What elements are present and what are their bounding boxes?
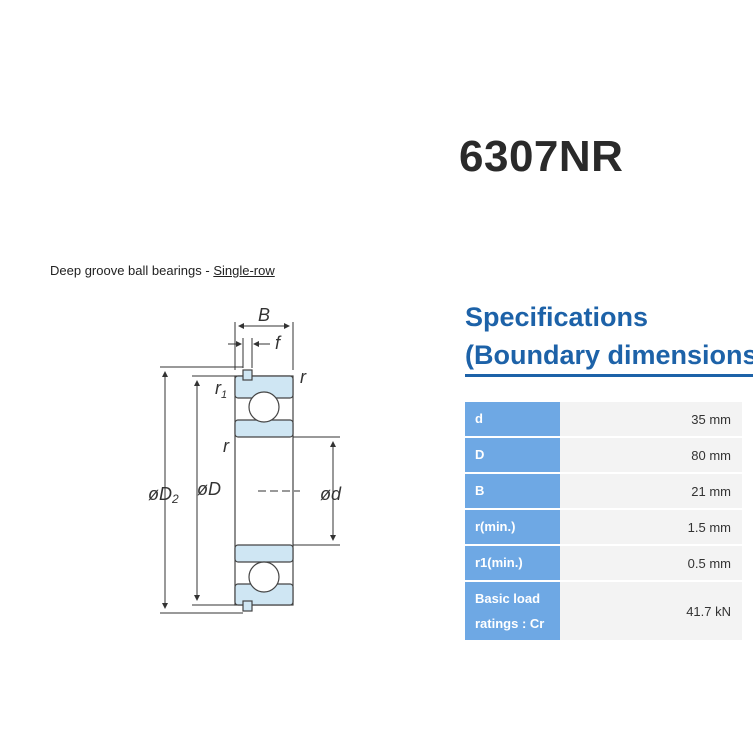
spec-key-line1: Basic load [475, 591, 541, 606]
spec-value: 80 mm [560, 438, 742, 472]
spec-key: D [465, 438, 560, 472]
spec-key: r(min.) [465, 510, 560, 544]
snap-ring-top [242, 369, 253, 381]
ball-bottom [248, 561, 280, 593]
inner-ring-bottom [234, 544, 294, 563]
breadcrumb-prefix: Deep groove ball bearings - [50, 263, 214, 278]
spec-key: d [465, 402, 560, 436]
ball-top [248, 391, 280, 423]
label-r-mid: r [223, 436, 230, 456]
label-f: f [275, 333, 282, 353]
spec-row-basic-load-rating: Basic load ratings : Cr 41.7 kN [465, 582, 742, 640]
bearing-diagram: B f r1 r r øD2 øD ød [148, 305, 342, 614]
snap-ring-bottom [242, 600, 253, 612]
spec-key: B [465, 474, 560, 508]
specifications-heading-line2: (Boundary dimensions) [465, 340, 753, 370]
label-d: ød [320, 484, 342, 504]
breadcrumb-link-single-row[interactable]: Single-row [213, 263, 275, 278]
spec-row-D: D 80 mm [465, 438, 742, 472]
spec-row-r-min: r(min.) 1.5 mm [465, 510, 742, 544]
label-D2: øD2 [148, 484, 179, 506]
spec-key: Basic load ratings : Cr [465, 582, 560, 640]
spec-value: 21 mm [560, 474, 742, 508]
spec-key: r1(min.) [465, 546, 560, 580]
label-B: B [258, 305, 270, 325]
spec-key-line2: ratings : Cr [475, 616, 545, 631]
specifications-heading: Specifications (Boundary dimensions) [465, 298, 753, 377]
specifications-table: d 35 mm D 80 mm B 21 mm r(min.) 1.5 mm r… [465, 400, 742, 642]
spec-row-d: d 35 mm [465, 402, 742, 436]
spec-value: 0.5 mm [560, 546, 742, 580]
spec-value: 35 mm [560, 402, 742, 436]
product-title: 6307NR [459, 132, 624, 181]
breadcrumb: Deep groove ball bearings - Single-row [50, 263, 275, 278]
label-r-top: r [300, 367, 307, 387]
label-r1: r1 [215, 378, 227, 401]
spec-value: 1.5 mm [560, 510, 742, 544]
spec-row-B: B 21 mm [465, 474, 742, 508]
spec-row-r1-min: r1(min.) 0.5 mm [465, 546, 742, 580]
label-D: øD [197, 479, 221, 499]
spec-value: 41.7 kN [560, 582, 742, 640]
specifications-heading-line1: Specifications [465, 302, 649, 332]
